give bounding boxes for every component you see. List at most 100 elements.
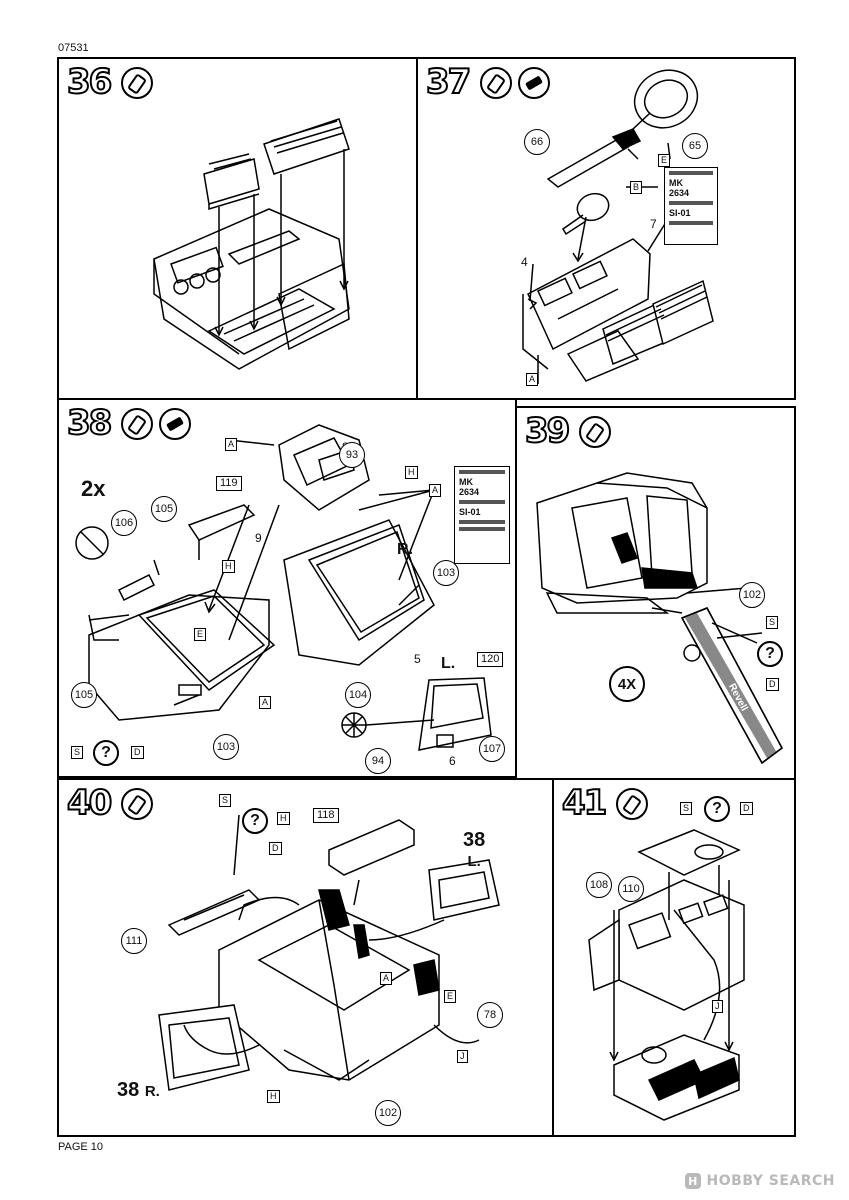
step-36-number: 36: [66, 62, 113, 102]
label-s: S: [680, 802, 693, 815]
decal-text-plate: SI-01: [459, 507, 481, 517]
glue-icon: [579, 416, 611, 448]
label-a-2: A: [429, 484, 442, 497]
decal-text-number: 2634: [669, 188, 690, 198]
step-40-panel: 40 S ? H D 118 111 A E 78 J H 102 38 L. …: [57, 778, 554, 1137]
label-s: S: [766, 616, 779, 629]
step-36-illustration: [153, 118, 350, 370]
decal-text-mk: MK: [459, 477, 473, 487]
multiplier-2x: 2x: [81, 476, 106, 501]
part-6: 6: [449, 754, 456, 768]
step-40-illustration: [158, 814, 500, 1091]
ref-38-left-num: 38: [463, 829, 486, 851]
label-d: D: [766, 678, 779, 691]
part-118: 118: [313, 808, 339, 823]
label-h-top: H: [277, 812, 290, 825]
part-9: 9: [255, 531, 262, 545]
label-s: S: [71, 746, 84, 759]
label-h-2: H: [222, 560, 235, 573]
part-78: 78: [477, 1002, 503, 1028]
step-40-number: 40: [66, 783, 113, 823]
label-h-1: H: [405, 466, 418, 479]
label-h-bottom: H: [267, 1090, 280, 1103]
svg-text:H: H: [688, 1175, 698, 1188]
decal-sheet: MK 2634 SI-01: [454, 466, 510, 564]
part-65: 65: [682, 133, 708, 159]
label-a: A: [526, 373, 539, 386]
step-37-illustration: [522, 69, 714, 384]
part-7: 7: [650, 217, 657, 231]
decal-text-mk: MK: [669, 178, 683, 188]
step-41-number: 41: [561, 783, 608, 823]
part-107: 107: [479, 736, 505, 762]
part-5: 5: [414, 652, 421, 666]
part-93: 93: [339, 442, 365, 468]
question-icon: ?: [93, 740, 119, 766]
label-b: B: [630, 181, 643, 194]
watermark-text: HOBBY SEARCH: [706, 1173, 835, 1189]
part-102: 102: [375, 1100, 401, 1126]
side-left-label: L.: [441, 655, 456, 672]
label-d: D: [269, 842, 282, 855]
question-icon: ?: [242, 808, 268, 834]
part-94: 94: [365, 748, 391, 774]
step-38-panel: 38 2x 106 105 105 119 8 93 9 103 103 104…: [57, 398, 517, 778]
part-105-bottom: 105: [71, 682, 97, 708]
part-66: 66: [524, 129, 550, 155]
question-icon: ?: [704, 796, 730, 822]
part-108: 108: [586, 872, 612, 898]
label-j: J: [457, 1050, 468, 1063]
part-103-left: 103: [213, 734, 239, 760]
label-d: D: [131, 746, 144, 759]
glue-icon: [121, 408, 153, 440]
page-number: PAGE 10: [58, 1141, 104, 1153]
label-e: E: [194, 628, 207, 641]
document-code: 07531: [58, 42, 89, 54]
decal-text-plate: SI-01: [669, 208, 691, 218]
decal-sheet: MK 2634 SI-01: [664, 167, 718, 245]
hobby-search-logo-icon: H: [684, 1173, 701, 1189]
label-s: S: [219, 794, 232, 807]
step-36-panel: 36: [57, 57, 418, 400]
decal-text-number: 2634: [459, 487, 480, 497]
part-106: 106: [111, 510, 137, 536]
glue-icon: [616, 788, 648, 820]
glue-icon: [121, 788, 153, 820]
step-41-panel: 41 S ? D 108 110 J: [552, 778, 796, 1137]
part-120: 120: [477, 652, 504, 667]
label-a-3: A: [259, 696, 272, 709]
part-4: 4: [521, 255, 528, 269]
step-37-number: 37: [425, 62, 472, 102]
decal-water-icon: [159, 408, 191, 440]
step-38-illustration: [75, 424, 492, 751]
step-39-panel: 39 102 S ? D 4X Revell: [515, 406, 796, 780]
side-right-label: R.: [397, 541, 413, 558]
decal-water-icon: [518, 67, 550, 99]
label-j: J: [712, 1000, 723, 1013]
glue-icon: [121, 67, 153, 99]
label-e: E: [658, 154, 671, 167]
step-39-illustration: [536, 472, 783, 765]
step-37-panel: 37 66 65 4 7 B E A MK 2634 SI-01: [416, 57, 796, 400]
ref-38-left: 38 L.: [463, 830, 485, 870]
label-a: A: [380, 972, 393, 985]
part-102: 102: [739, 582, 765, 608]
label-e: E: [444, 990, 457, 1003]
glue-icon: [480, 67, 512, 99]
part-110: 110: [618, 876, 644, 902]
ref-38-right-num: 38: [117, 1079, 140, 1101]
step-38-number: 38: [66, 403, 113, 443]
part-119: 119: [216, 476, 242, 491]
question-icon: ?: [757, 641, 783, 667]
part-111: 111: [121, 928, 147, 954]
part-103-right: 103: [433, 560, 459, 586]
ref-38-right: 38 R.: [117, 1080, 160, 1100]
label-a-1: A: [225, 438, 238, 451]
part-105-top: 105: [151, 496, 177, 522]
part-104: 104: [345, 682, 371, 708]
ref-38-left-side: L.: [467, 853, 481, 870]
step-41-illustration: [588, 829, 745, 1121]
ref-38-right-side: R.: [144, 1083, 160, 1100]
watermark: H HOBBY SEARCH: [684, 1172, 835, 1190]
label-d: D: [740, 802, 753, 815]
